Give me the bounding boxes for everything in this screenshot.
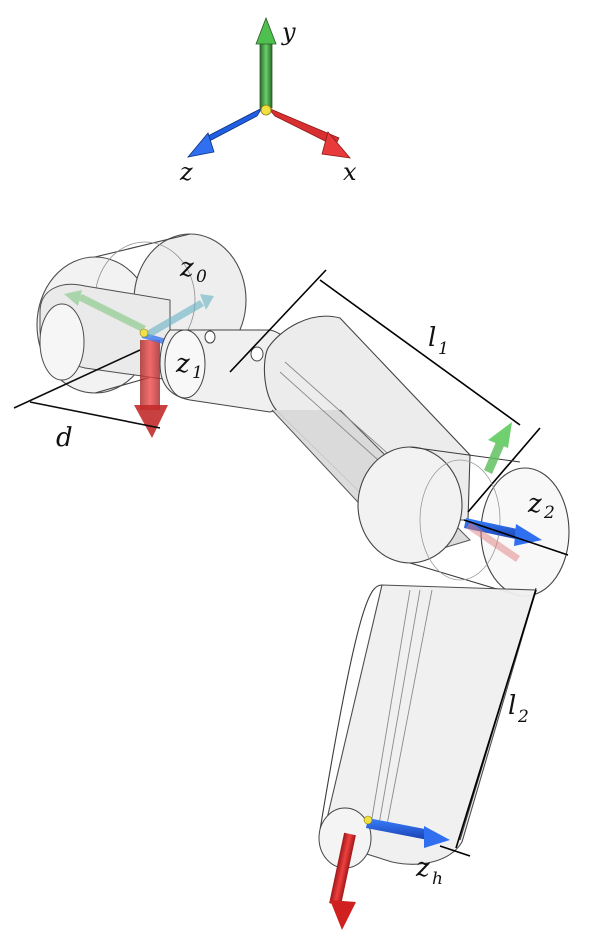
label-zh: z h: [415, 853, 443, 889]
base-y-arrow: [64, 290, 146, 332]
label-l1: l 1: [428, 323, 449, 359]
elbow-y-arrow: [484, 422, 512, 474]
z-axis-arrow: [186, 106, 264, 158]
svg-text:z: z: [415, 853, 430, 883]
origin-dot: [260, 104, 272, 116]
label-d: d: [56, 423, 73, 453]
label-z2: z 2: [527, 489, 555, 523]
label-l2: l 2: [508, 691, 529, 727]
y-axis-label: y: [281, 18, 296, 46]
svg-text:h: h: [432, 869, 443, 889]
svg-text:0: 0: [196, 267, 207, 287]
label-z0: z 0: [179, 253, 207, 287]
end-effector-x-arrow: [329, 832, 356, 930]
svg-text:d: d: [56, 423, 73, 453]
svg-text:l: l: [428, 323, 436, 353]
z-axis-label: z: [179, 158, 193, 186]
svg-text:z: z: [175, 349, 190, 379]
x-axis-label: x: [343, 158, 357, 186]
svg-text:z: z: [527, 489, 542, 519]
base-x-arrow: [134, 340, 168, 438]
elbow-joint: [357, 422, 570, 597]
x-axis-arrow: [267, 107, 351, 159]
reference-frame: y x z: [179, 16, 357, 186]
end-effector-z-arrow: [366, 818, 450, 848]
svg-text:z: z: [179, 253, 194, 283]
svg-text:1: 1: [192, 363, 203, 383]
svg-text:2: 2: [517, 707, 529, 727]
svg-text:1: 1: [438, 339, 449, 359]
y-axis-arrow: [255, 16, 277, 109]
svg-text:l: l: [508, 691, 516, 721]
label-z1: z 1: [175, 349, 203, 383]
svg-text:2: 2: [543, 503, 555, 523]
link-2: [318, 584, 537, 930]
